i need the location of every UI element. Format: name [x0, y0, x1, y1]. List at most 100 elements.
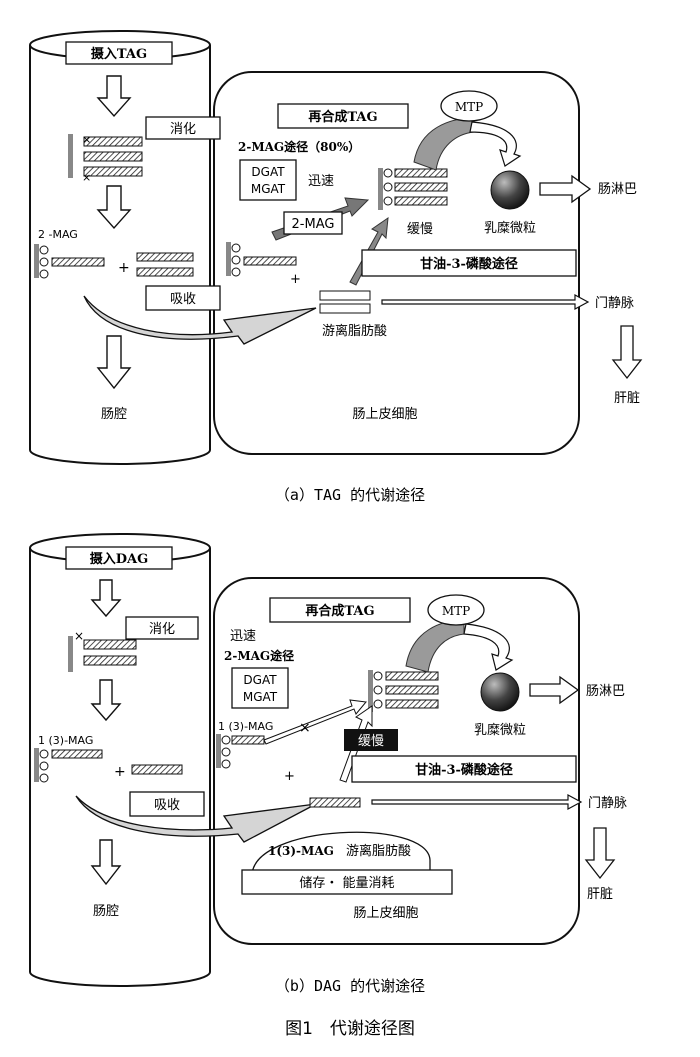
resynthesis-box — [269, 597, 411, 623]
mag-arrow-box — [283, 211, 343, 235]
intake-label: 摄入DAG — [90, 551, 148, 567]
pathway-2mag-label: 2-MAG途径（80%） — [238, 139, 360, 154]
mtp-label: MTP — [455, 100, 483, 114]
g3p-box — [361, 249, 577, 277]
digestion-label: 消化 — [170, 122, 196, 137]
resynth-tag-molecule — [368, 670, 439, 712]
resynthesis-label: 再合成TAG — [305, 603, 374, 619]
down-arrow — [90, 679, 122, 722]
down-arrow — [96, 75, 132, 118]
storage-box — [241, 869, 453, 895]
plus-sign: + — [290, 272, 301, 287]
liver-arrow — [584, 827, 616, 880]
cell-label: 肠上皮细胞 — [352, 407, 417, 422]
digestion-box — [145, 116, 221, 140]
lymph-arrow — [529, 675, 580, 705]
mag-arrow-label: 2-MAG — [292, 217, 335, 232]
portal-label: 门静脉 — [588, 796, 627, 811]
lymph-label: 肠淋巴 — [586, 684, 625, 699]
mtp-ellipse — [440, 90, 498, 122]
down-arrow — [90, 579, 122, 618]
enzyme-mgat: MGAT — [243, 690, 278, 704]
mag-molecule — [34, 244, 105, 279]
caption-a: （a）TAG 的代谢途径 — [275, 486, 425, 504]
ffa-label: 游离脂肪酸 — [322, 323, 387, 339]
caption-b: （b）DAG 的代谢途径 — [275, 977, 425, 995]
enzyme-dgat: DGAT — [243, 673, 277, 687]
g3p-label: 甘油-3-磷酸途径 — [415, 762, 513, 778]
cell-mag-molecule — [216, 734, 265, 769]
resynthesis-box — [277, 103, 409, 129]
intake-label: 摄入TAG — [91, 46, 147, 62]
storage-mag-label: 1(3)-MAG — [268, 844, 334, 858]
mag-label: 1 (3)-MAG — [38, 734, 93, 747]
lumen-label: 肠腔 — [101, 407, 127, 422]
plus-sign: + — [114, 764, 126, 780]
liver-arrow — [611, 325, 643, 380]
fatty-acids — [136, 252, 194, 277]
plus-sign: + — [118, 260, 130, 276]
portal-label: 门静脉 — [595, 296, 634, 311]
down-arrow — [90, 839, 122, 886]
dag-molecule: × — [68, 629, 137, 672]
plus-sign: + — [284, 769, 295, 784]
cleavage-mark: × — [82, 171, 91, 184]
g3p-box — [351, 755, 577, 783]
lymph-label: 肠淋巴 — [598, 182, 637, 197]
chylomicron-label: 乳糜微粒 — [474, 722, 526, 738]
blocked-mark: × — [299, 720, 311, 736]
liver-label: 肝脏 — [614, 391, 640, 406]
enzyme-dgat: DGAT — [251, 165, 285, 179]
mag-molecule — [34, 748, 103, 783]
slow-label: 缓慢 — [407, 221, 433, 237]
mtp-out-arrow — [469, 121, 522, 167]
mtp-out-arrow — [463, 623, 514, 671]
fatty-acid — [309, 797, 361, 808]
storage-label: 储存・ 能量消耗 — [299, 876, 394, 891]
down-arrow — [96, 335, 132, 390]
panel-a: 摄入TAG × × 消化 2 -MAG + — [29, 30, 643, 465]
storage-dome — [251, 831, 431, 877]
lymph-arrow — [539, 174, 592, 204]
mag-label: 2 -MAG — [38, 228, 78, 241]
cell-mag-molecule — [226, 242, 297, 277]
absorption-box — [129, 791, 205, 817]
chylomicron-ball — [480, 672, 520, 712]
figure-title: 图1 代谢途径图 — [285, 1019, 415, 1039]
slow-box — [344, 729, 398, 751]
fast-label: 迅速 — [230, 629, 256, 644]
cell-label: 肠上皮细胞 — [353, 906, 418, 921]
lumen-label: 肠腔 — [93, 904, 119, 919]
resynthesis-label: 再合成TAG — [308, 109, 377, 125]
enzyme-box — [239, 159, 297, 201]
portal-arrow — [381, 293, 590, 311]
fatty-acid — [131, 764, 183, 775]
digestion-box — [125, 616, 199, 640]
absorption-box — [145, 285, 221, 311]
enzyme-mgat: MGAT — [251, 182, 286, 196]
enzyme-box — [231, 667, 289, 709]
slow-label: 缓慢 — [358, 733, 384, 749]
pathway-2mag-label: 2-MAG途径 — [224, 648, 294, 663]
liver-label: 肝脏 — [587, 887, 613, 902]
absorption-label: 吸收 — [154, 798, 180, 813]
panel-b: 摄入DAG × 消化 1 (3)-MAG + 吸收 肠腔 再合成TAG 迅 — [29, 533, 627, 987]
absorption-arrow — [83, 295, 317, 345]
cell-mag-label: 1 (3)-MAG — [218, 720, 273, 733]
cleavage-mark: × — [82, 133, 91, 146]
chylomicron-ball — [490, 170, 530, 210]
absorption-label: 吸收 — [170, 292, 196, 307]
intake-box — [65, 41, 173, 65]
blocked-arrow — [263, 699, 367, 745]
chylomicron-label: 乳糜微粒 — [484, 220, 536, 236]
intake-box — [65, 546, 173, 570]
lumen-cylinder — [29, 548, 211, 987]
ffa-molecules — [319, 290, 371, 314]
mtp-label: MTP — [442, 604, 470, 618]
mtp-ellipse — [427, 594, 485, 626]
digestion-label: 消化 — [149, 622, 175, 637]
g3p-label: 甘油-3-磷酸途径 — [420, 256, 518, 272]
resynth-tag-molecule — [378, 168, 448, 210]
fast-label: 迅速 — [308, 174, 334, 189]
lumen-cylinder — [29, 45, 211, 465]
